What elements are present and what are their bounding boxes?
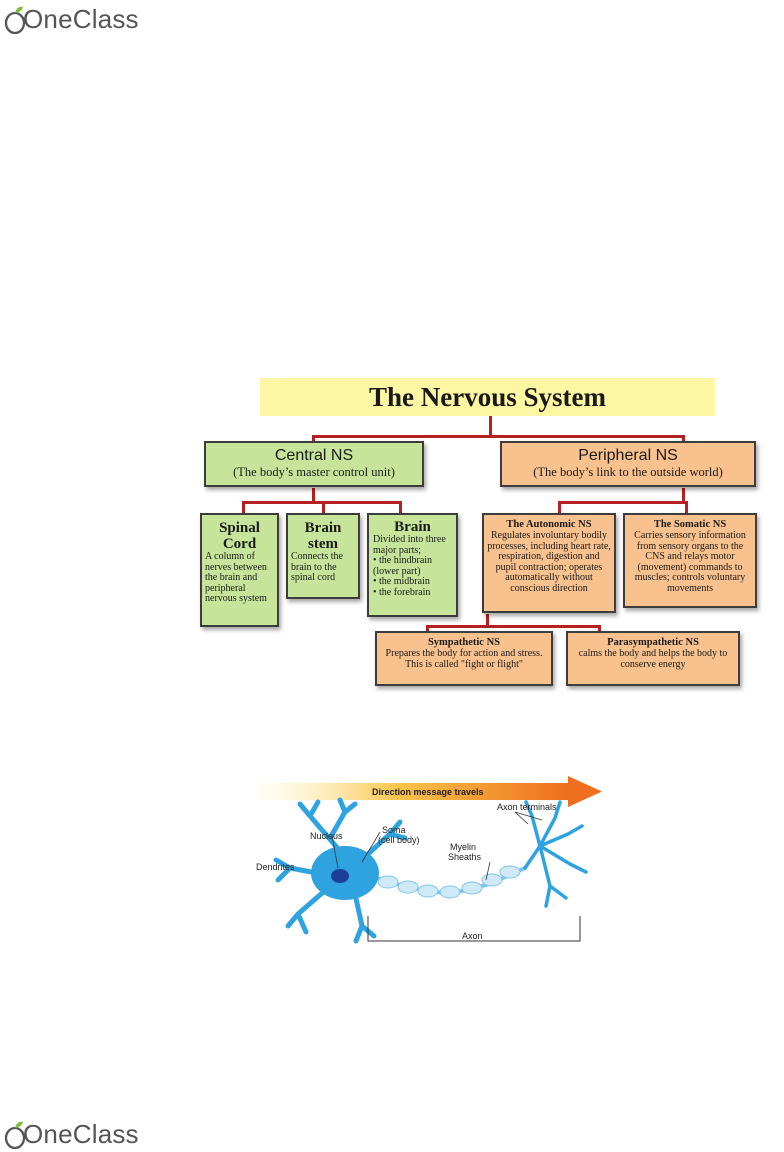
connector-line bbox=[682, 435, 685, 443]
connector-line bbox=[242, 501, 245, 515]
connector-line bbox=[426, 625, 429, 633]
parasympathetic-ns-box: Parasympathetic NS calms the body and he… bbox=[566, 631, 740, 686]
spinal-cord-box: Spinal Cord A column of nerves between t… bbox=[200, 513, 279, 627]
autonomic-ns-box: The Autonomic NS Regulates involuntary b… bbox=[482, 513, 616, 613]
peripheral-ns-box: Peripheral NS (The body’s link to the ou… bbox=[500, 441, 756, 487]
connector-line bbox=[598, 625, 601, 633]
sympathetic-ns-box: Sympathetic NS Prepares the body for act… bbox=[375, 631, 553, 686]
label-pointers bbox=[331, 811, 543, 881]
connector-line bbox=[312, 435, 315, 443]
brand-name: OneClass bbox=[23, 4, 139, 34]
myelin-sheaths bbox=[377, 865, 521, 899]
leaf-icon bbox=[4, 1121, 26, 1149]
direction-label: Direction message travels bbox=[372, 787, 484, 797]
myelin-sub-label: Sheaths bbox=[448, 852, 482, 862]
soma-label: Soma bbox=[382, 825, 406, 835]
dendrites-label: Dendrites bbox=[256, 862, 295, 872]
direction-arrow bbox=[258, 776, 602, 807]
connector-line bbox=[312, 488, 315, 504]
connector-line bbox=[312, 435, 685, 438]
connector-line bbox=[489, 416, 492, 438]
axon-label: Axon bbox=[462, 931, 483, 941]
connector-line bbox=[399, 501, 402, 515]
connector-line bbox=[558, 501, 561, 515]
connector-line bbox=[685, 501, 688, 515]
brain-stem-box: Brain stem Connects the brain to the spi… bbox=[286, 513, 360, 599]
nervous-system-diagram: The Nervous System Central NS (The body’… bbox=[190, 378, 770, 698]
leaf-icon bbox=[4, 6, 26, 34]
nucleus-shape bbox=[331, 869, 349, 883]
central-ns-box: Central NS (The body’s master control un… bbox=[204, 441, 424, 487]
axon-bracket bbox=[367, 916, 581, 942]
oneclass-logo: OneClass bbox=[4, 4, 139, 34]
soma-sub-label: (cell body) bbox=[378, 835, 420, 845]
axon-terminals-label: Axon terminals bbox=[497, 802, 557, 812]
connector-line bbox=[682, 488, 685, 504]
connector-line bbox=[426, 625, 601, 628]
oneclass-logo: OneClass bbox=[4, 1119, 139, 1149]
brain-box: Brain Divided into three major parts; • … bbox=[367, 513, 458, 617]
connector-line bbox=[322, 501, 325, 515]
myelin-label: Myelin bbox=[450, 842, 476, 852]
neuron-illustration: Direction message travels Nucleus Soma (… bbox=[256, 776, 602, 944]
somatic-ns-box: The Somatic NS Carries sensory informati… bbox=[623, 513, 757, 608]
brand-name: OneClass bbox=[23, 1119, 139, 1149]
connector-line bbox=[558, 501, 688, 504]
nucleus-label: Nucleus bbox=[310, 831, 343, 841]
diagram-title: The Nervous System bbox=[260, 378, 715, 416]
connector-line bbox=[486, 614, 489, 628]
